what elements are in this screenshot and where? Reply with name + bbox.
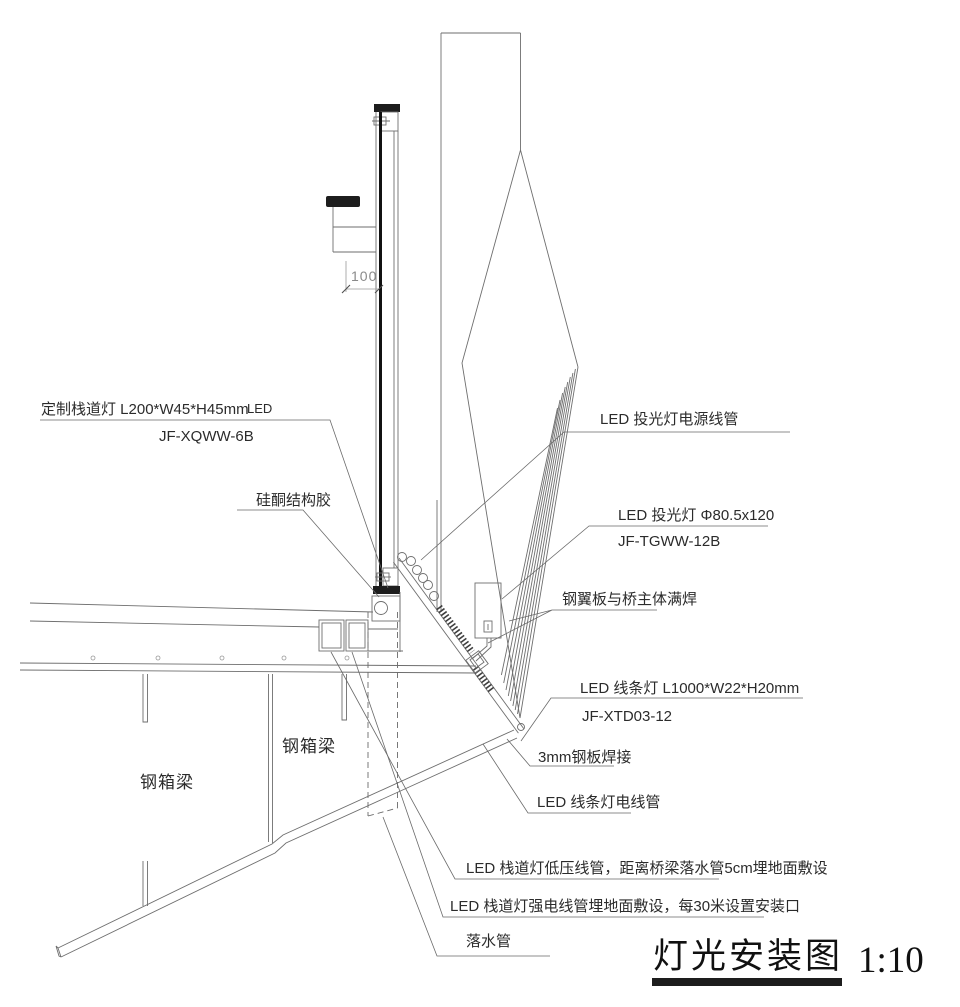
label-walkway-light-model: JF-XQWW-6B	[159, 428, 254, 445]
label-walkway-light-led: LED	[247, 401, 272, 416]
conduit-box-low-voltage	[318, 619, 345, 652]
label-low-voltage-conduit: LED 栈道灯低压线管，距离桥梁落水管5cm埋地面敷设	[466, 859, 828, 877]
drawing-scale: 1:10	[858, 940, 924, 981]
title-block: 灯光安装图 1:10	[652, 937, 924, 986]
label-walkway-light-spec: 定制栈道灯 L200*W45*H45mm	[41, 401, 249, 418]
label-steel-plate-weld: 3mm钢板焊接	[538, 748, 631, 766]
plate-tip-pin	[517, 723, 525, 731]
label-wing-plate-weld: 钢翼板与桥主体满焊	[562, 590, 697, 608]
walkway-deck	[19, 602, 477, 674]
walkway-light-housing	[371, 595, 401, 622]
girder-bottom-plate	[55, 729, 518, 958]
dimension-100-text: 100	[351, 268, 377, 284]
wing-plate-assembly	[393, 552, 525, 734]
label-linear-light-model: JF-XTD03-12	[582, 708, 672, 725]
label-linear-light-conduit: LED 线条灯电线管	[537, 794, 660, 811]
label-linear-light-spec: LED 线条灯 L1000*W22*H20mm	[580, 680, 799, 697]
label-floodlight-power-conduit: LED 投光灯电源线管	[600, 411, 738, 428]
facet-hatch-band	[500, 368, 576, 715]
dimension-100: 100	[341, 261, 384, 294]
led-linear-light-bar-1	[436, 604, 475, 655]
downspout-pipe	[367, 612, 398, 817]
walkway-lamp-symbol	[374, 601, 388, 615]
deck-bolts	[90, 655, 350, 661]
conduit-box-high-voltage	[345, 619, 369, 652]
walkway-light-fixture	[373, 586, 400, 594]
title-underline-bar	[652, 978, 842, 986]
girder-stiffeners	[142, 674, 347, 906]
panel-top-clamp	[380, 111, 399, 132]
floodlight-fixture	[471, 582, 502, 662]
wing-plate-bottom-edge	[393, 561, 519, 734]
bridge-body-facet	[461, 149, 579, 719]
annotations: 定制栈道灯 L200*W45*H45mm LED JF-XQWW-6B 硅酮结构…	[41, 401, 828, 950]
handrail-bracket	[326, 196, 376, 253]
wing-plate-top-edge	[398, 557, 525, 730]
label-floodlight-spec: LED 投光灯 Φ80.5x120	[618, 507, 774, 524]
panel-top-cap	[374, 104, 400, 112]
label-downspout: 落水管	[466, 933, 511, 950]
label-silicone-sealant: 硅酮结构胶	[256, 492, 331, 509]
conduit-pipes-section	[397, 552, 439, 601]
label-floodlight-model: JF-TGWW-12B	[618, 533, 720, 550]
label-steel-box-girder-lower: 钢箱梁	[140, 773, 194, 792]
glass-panel	[371, 104, 401, 652]
leader-lines	[40, 419, 803, 957]
bridge-main-body-column	[436, 32, 521, 612]
drawing-title: 灯光安装图	[653, 937, 843, 976]
label-high-voltage-conduit: LED 栈道灯强电线管埋地面敷设，每30米设置安装口	[450, 897, 800, 915]
label-steel-box-girder-upper: 钢箱梁	[282, 737, 336, 756]
